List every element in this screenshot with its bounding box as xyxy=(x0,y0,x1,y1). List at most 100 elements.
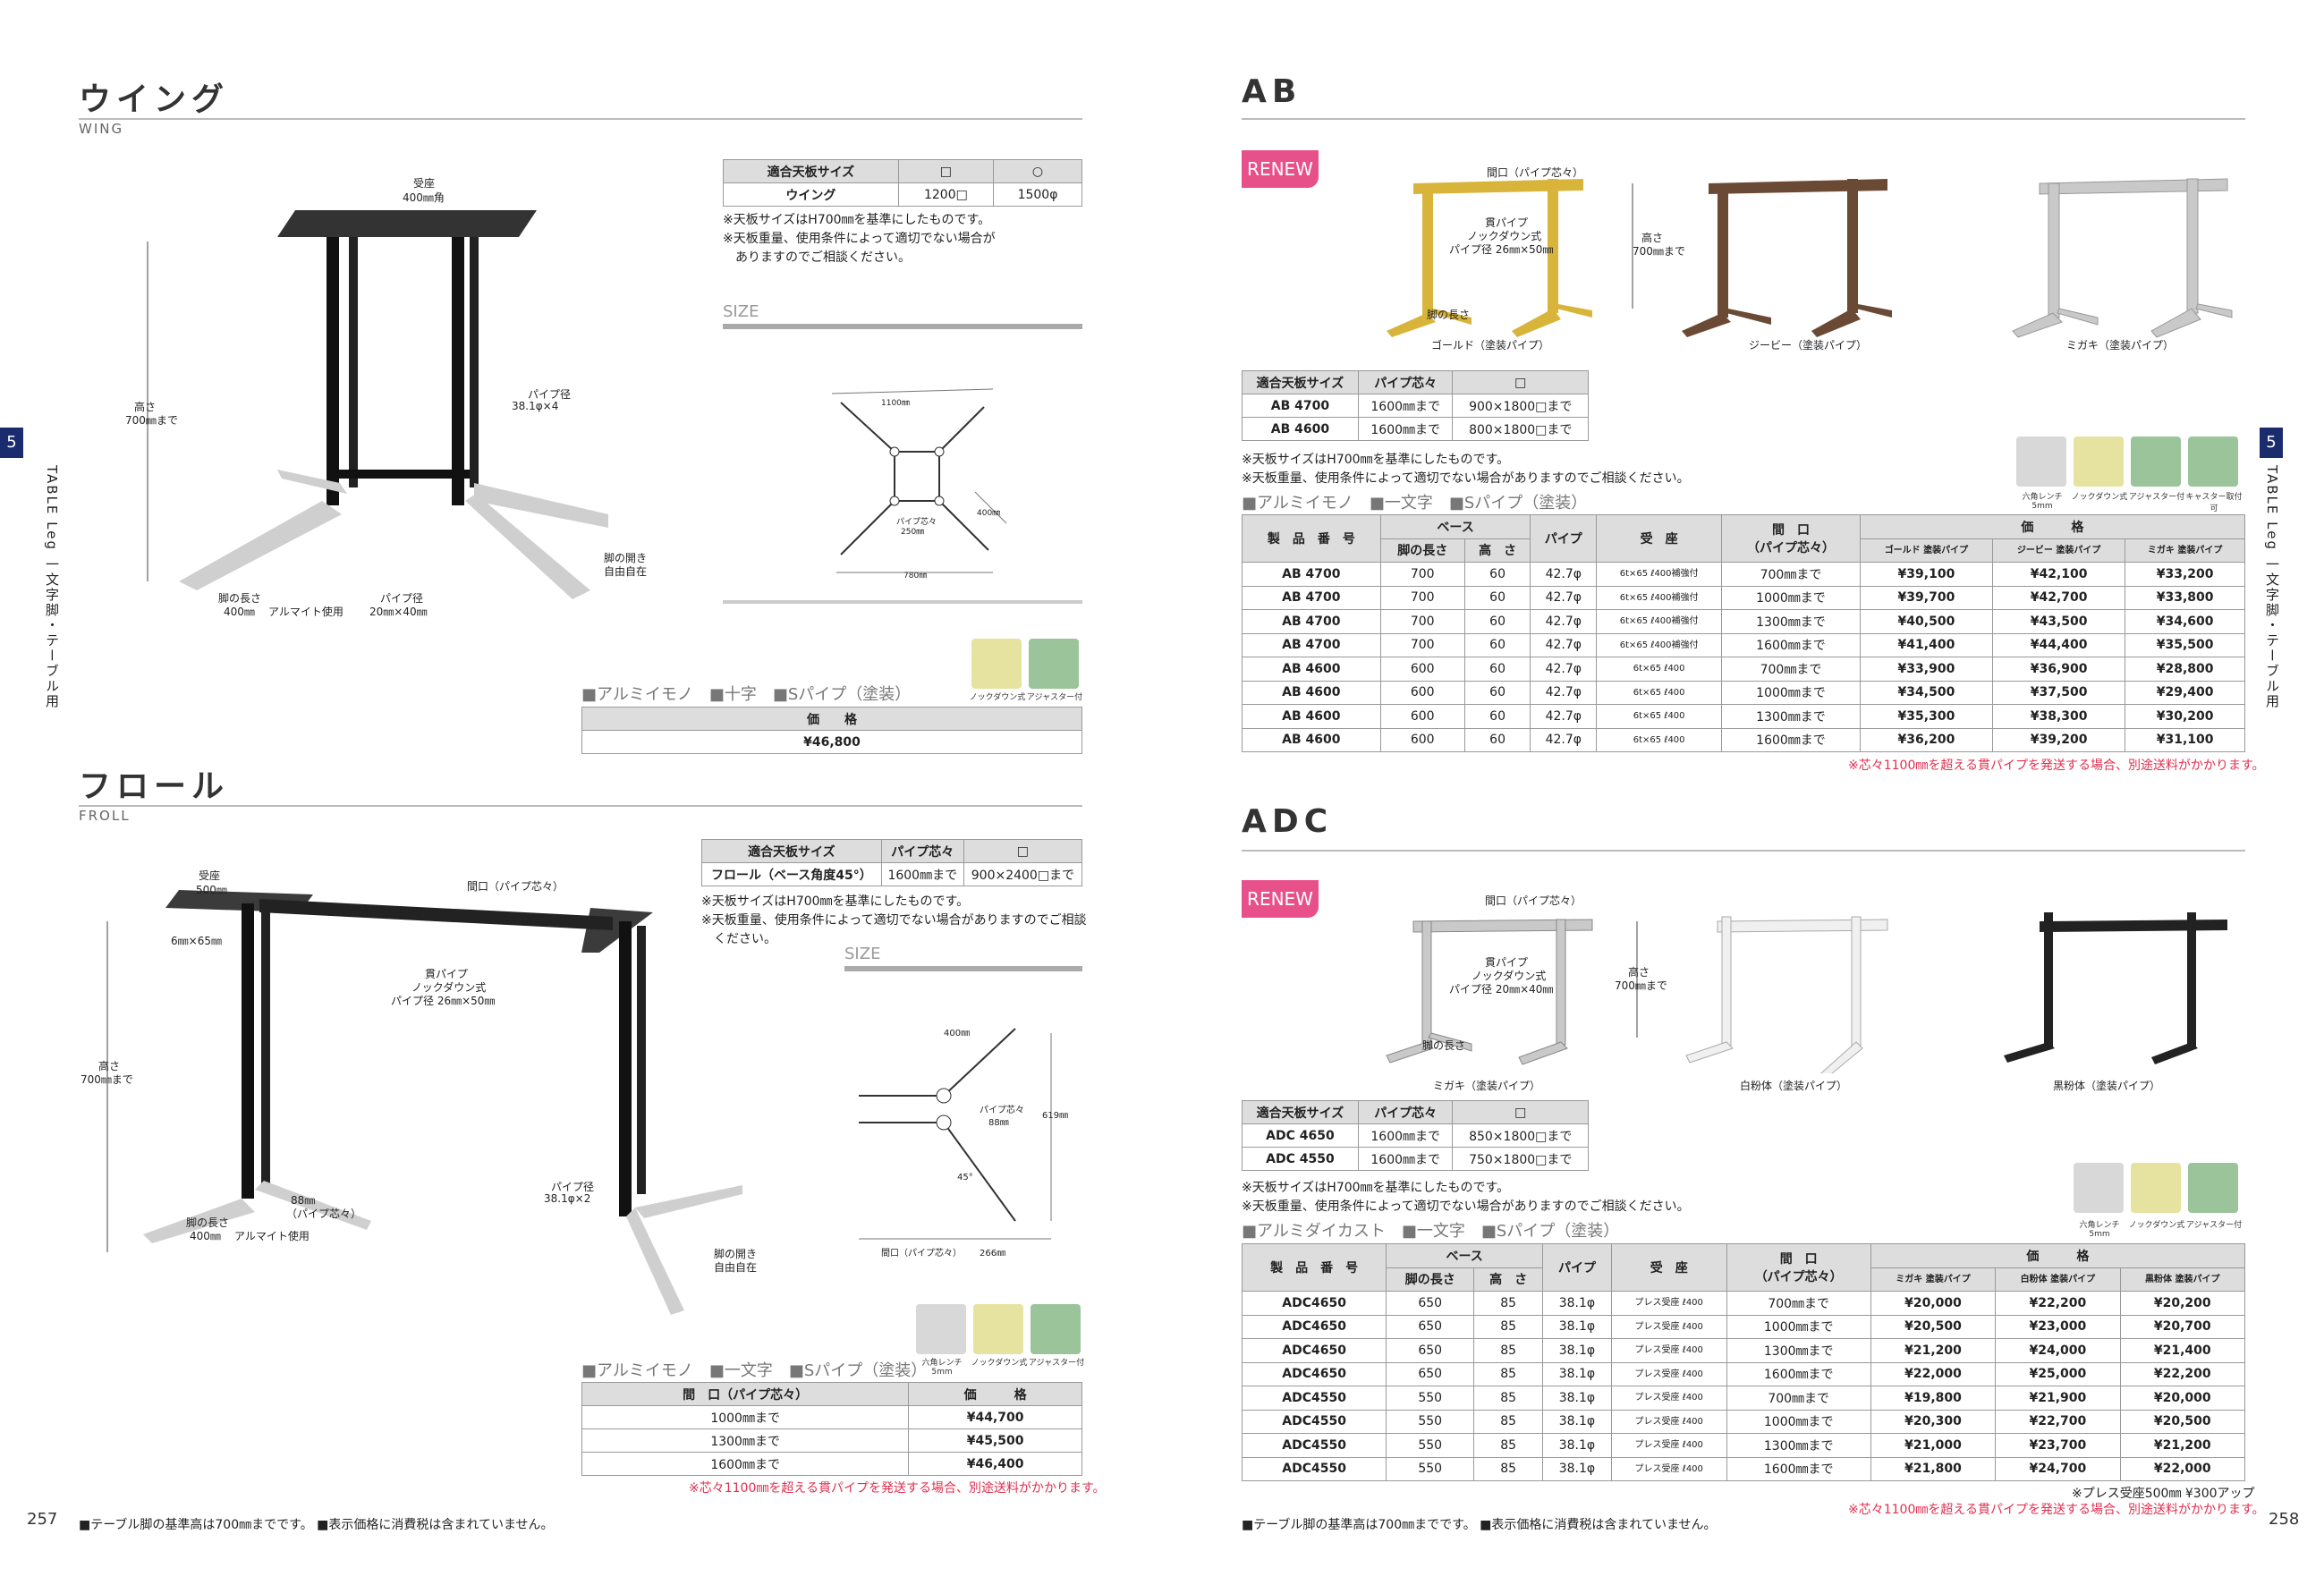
wing-subtitle: WING xyxy=(79,121,124,137)
table-cell: ¥39,700 xyxy=(1859,585,1994,610)
froll-size-sq: 900×2400□まで xyxy=(963,862,1083,886)
table-cell: 6t×65 ℓ400 xyxy=(1596,727,1723,752)
froll-subtitle: FROLL xyxy=(79,808,131,824)
table-cell: 1600㎜まで xyxy=(1726,1456,1871,1481)
table-cell: 550 xyxy=(1386,1456,1475,1481)
table-cell: ¥42,700 xyxy=(1992,585,2126,610)
table-cell: 600 xyxy=(1379,680,1465,705)
adc-size-cell: 850×1800□まで xyxy=(1452,1123,1589,1148)
froll-size-h1: パイプ芯々 xyxy=(880,839,964,863)
table-cell: ¥24,700 xyxy=(1995,1456,2121,1481)
adc-label-height: 高さ xyxy=(1628,966,1650,979)
ab-size-h2: □ xyxy=(1452,370,1589,394)
froll-label-height: 高さ xyxy=(98,1060,121,1072)
froll-label-plate: 6㎜×65㎜ xyxy=(171,935,222,947)
ab-th-price: 価 格 xyxy=(1859,514,2246,539)
adc-note-1: ※天板サイズはH700㎜を基準にしたものです。 xyxy=(1242,1181,1510,1195)
table-cell: 42.7φ xyxy=(1530,632,1598,657)
table-cell: ADC4650 xyxy=(1241,1361,1387,1386)
wing-label-height: 高さ xyxy=(134,401,157,413)
adc-th-open: 間 口（パイプ芯々） xyxy=(1726,1243,1871,1292)
table-cell: 38.1φ xyxy=(1542,1386,1612,1411)
froll-size-h0: 適合天板サイズ xyxy=(701,839,882,863)
wing-diag-d5: 780㎜ xyxy=(903,572,928,581)
froll-price-table: 間 口（パイプ芯々）価 格 1000㎜まで¥44,700 1300㎜まで¥45,… xyxy=(581,1382,1082,1476)
adc-th-c2: 白粉体 塗装パイプ xyxy=(1995,1267,2121,1292)
wing-label-pipeb2: 20㎜×40㎜ xyxy=(369,606,428,618)
table-cell: 700㎜まで xyxy=(1726,1386,1871,1411)
table-cell: プレス受座 ℓ400 xyxy=(1610,1433,1727,1458)
wing-price-header: 価 格 xyxy=(581,707,1082,731)
table-cell: AB 4600 xyxy=(1242,704,1381,729)
froll-label-beam: 貫パイプ xyxy=(425,968,469,980)
table-cell: 600 xyxy=(1379,727,1465,752)
table-cell: 600 xyxy=(1379,704,1465,729)
table-cell: 42.7φ xyxy=(1530,727,1598,752)
table-cell: 700㎜まで xyxy=(1726,1291,1871,1316)
wing-diag-d3: パイプ芯々 xyxy=(896,518,937,527)
table-cell: 42.7φ xyxy=(1530,562,1598,587)
ab-price-table: 製 品 番 号 ベース パイプ 受 座 間 口（パイプ芯々） 価 格 脚の長さ … xyxy=(1242,514,2246,752)
wing-icon-cap-1: ノックダウン式 xyxy=(969,693,1026,702)
adc-label-beam: 貫パイプ xyxy=(1485,956,1529,969)
table-cell: ¥33,200 xyxy=(2125,562,2245,587)
table-cell: ¥36,200 xyxy=(1859,727,1994,752)
froll-open-3: 1600㎜まで xyxy=(581,1452,910,1476)
adc-size-cell: 1600㎜まで xyxy=(1357,1123,1454,1148)
adc-label-beam3: パイプ径 20㎜×40㎜ xyxy=(1449,983,1554,996)
table-cell: ¥22,200 xyxy=(2119,1361,2246,1386)
table-cell: 700 xyxy=(1379,609,1465,634)
table-cell: 85 xyxy=(1473,1456,1544,1481)
table-cell: ¥21,400 xyxy=(2119,1338,2246,1363)
adc-caption-3: 黒粉体（塗装パイプ） xyxy=(2053,1080,2161,1092)
adc-caption-1: ミガキ（塗装パイプ） xyxy=(1433,1080,1541,1092)
table-cell: 650 xyxy=(1386,1314,1475,1339)
table-cell: 550 xyxy=(1386,1386,1475,1411)
ab-icon-cap-3: アジャスター付 xyxy=(2128,493,2185,502)
wing-label-height2: 700㎜まで xyxy=(125,414,178,427)
chapter-tab-left: 5 xyxy=(0,428,23,458)
table-cell: 6t×65 ℓ400 xyxy=(1596,657,1723,682)
ab-size-cell: AB 4600 xyxy=(1242,417,1359,441)
froll-price-3: ¥46,400 xyxy=(908,1452,1082,1476)
froll-label-spread: 脚の開き xyxy=(714,1248,758,1260)
ab-size-cell: AB 4700 xyxy=(1242,394,1359,418)
froll-note-red: ※芯々1100㎜を超える貫パイプを発送する場合、別途送料がかかります。 xyxy=(689,1481,1106,1496)
ab-th-open-1: 間 口 xyxy=(1771,523,1810,538)
adc-th-pipe: パイプ xyxy=(1542,1243,1612,1292)
wing-label-top2: 400㎜角 xyxy=(403,191,445,204)
wing-size-rd: 1500φ xyxy=(993,182,1082,207)
table-cell: 38.1φ xyxy=(1542,1361,1612,1386)
table-cell: 60 xyxy=(1463,609,1531,634)
table-cell: ¥31,100 xyxy=(2125,727,2245,752)
table-cell: 1300㎜まで xyxy=(1726,1433,1871,1458)
table-cell: 1300㎜まで xyxy=(1726,1338,1871,1363)
table-cell: 1000㎜まで xyxy=(1721,585,1861,610)
wing-note-3: ありますのでご相談ください。 xyxy=(723,250,911,265)
ab-th-c3: ミガキ 塗装パイプ xyxy=(2125,538,2245,563)
table-cell: 6t×65 ℓ400補強付 xyxy=(1596,562,1723,587)
table-cell: ADC4650 xyxy=(1241,1314,1387,1339)
adc-icon-cap-1: 六角レンチ 5mm xyxy=(2079,1221,2120,1239)
ab-th-open: 間 口（パイプ芯々） xyxy=(1721,514,1861,563)
wing-label-pipe: パイプ径 xyxy=(528,388,572,401)
table-cell: プレス受座 ℓ400 xyxy=(1610,1338,1727,1363)
table-cell: AB 4700 xyxy=(1242,562,1381,587)
ab-label-beam: 貫パイプ xyxy=(1485,216,1529,229)
table-row: 1000㎜まで¥44,700 xyxy=(581,1405,1082,1429)
page-number-right: 258 xyxy=(2269,1510,2300,1529)
table-cell: ¥43,500 xyxy=(1992,609,2126,634)
table-cell: 38.1φ xyxy=(1542,1314,1612,1339)
froll-label-leg: 脚の長さ xyxy=(186,1216,230,1229)
wing-label-top: 受座 xyxy=(413,177,436,190)
wing-diag-d4: 250㎜ xyxy=(901,528,925,537)
